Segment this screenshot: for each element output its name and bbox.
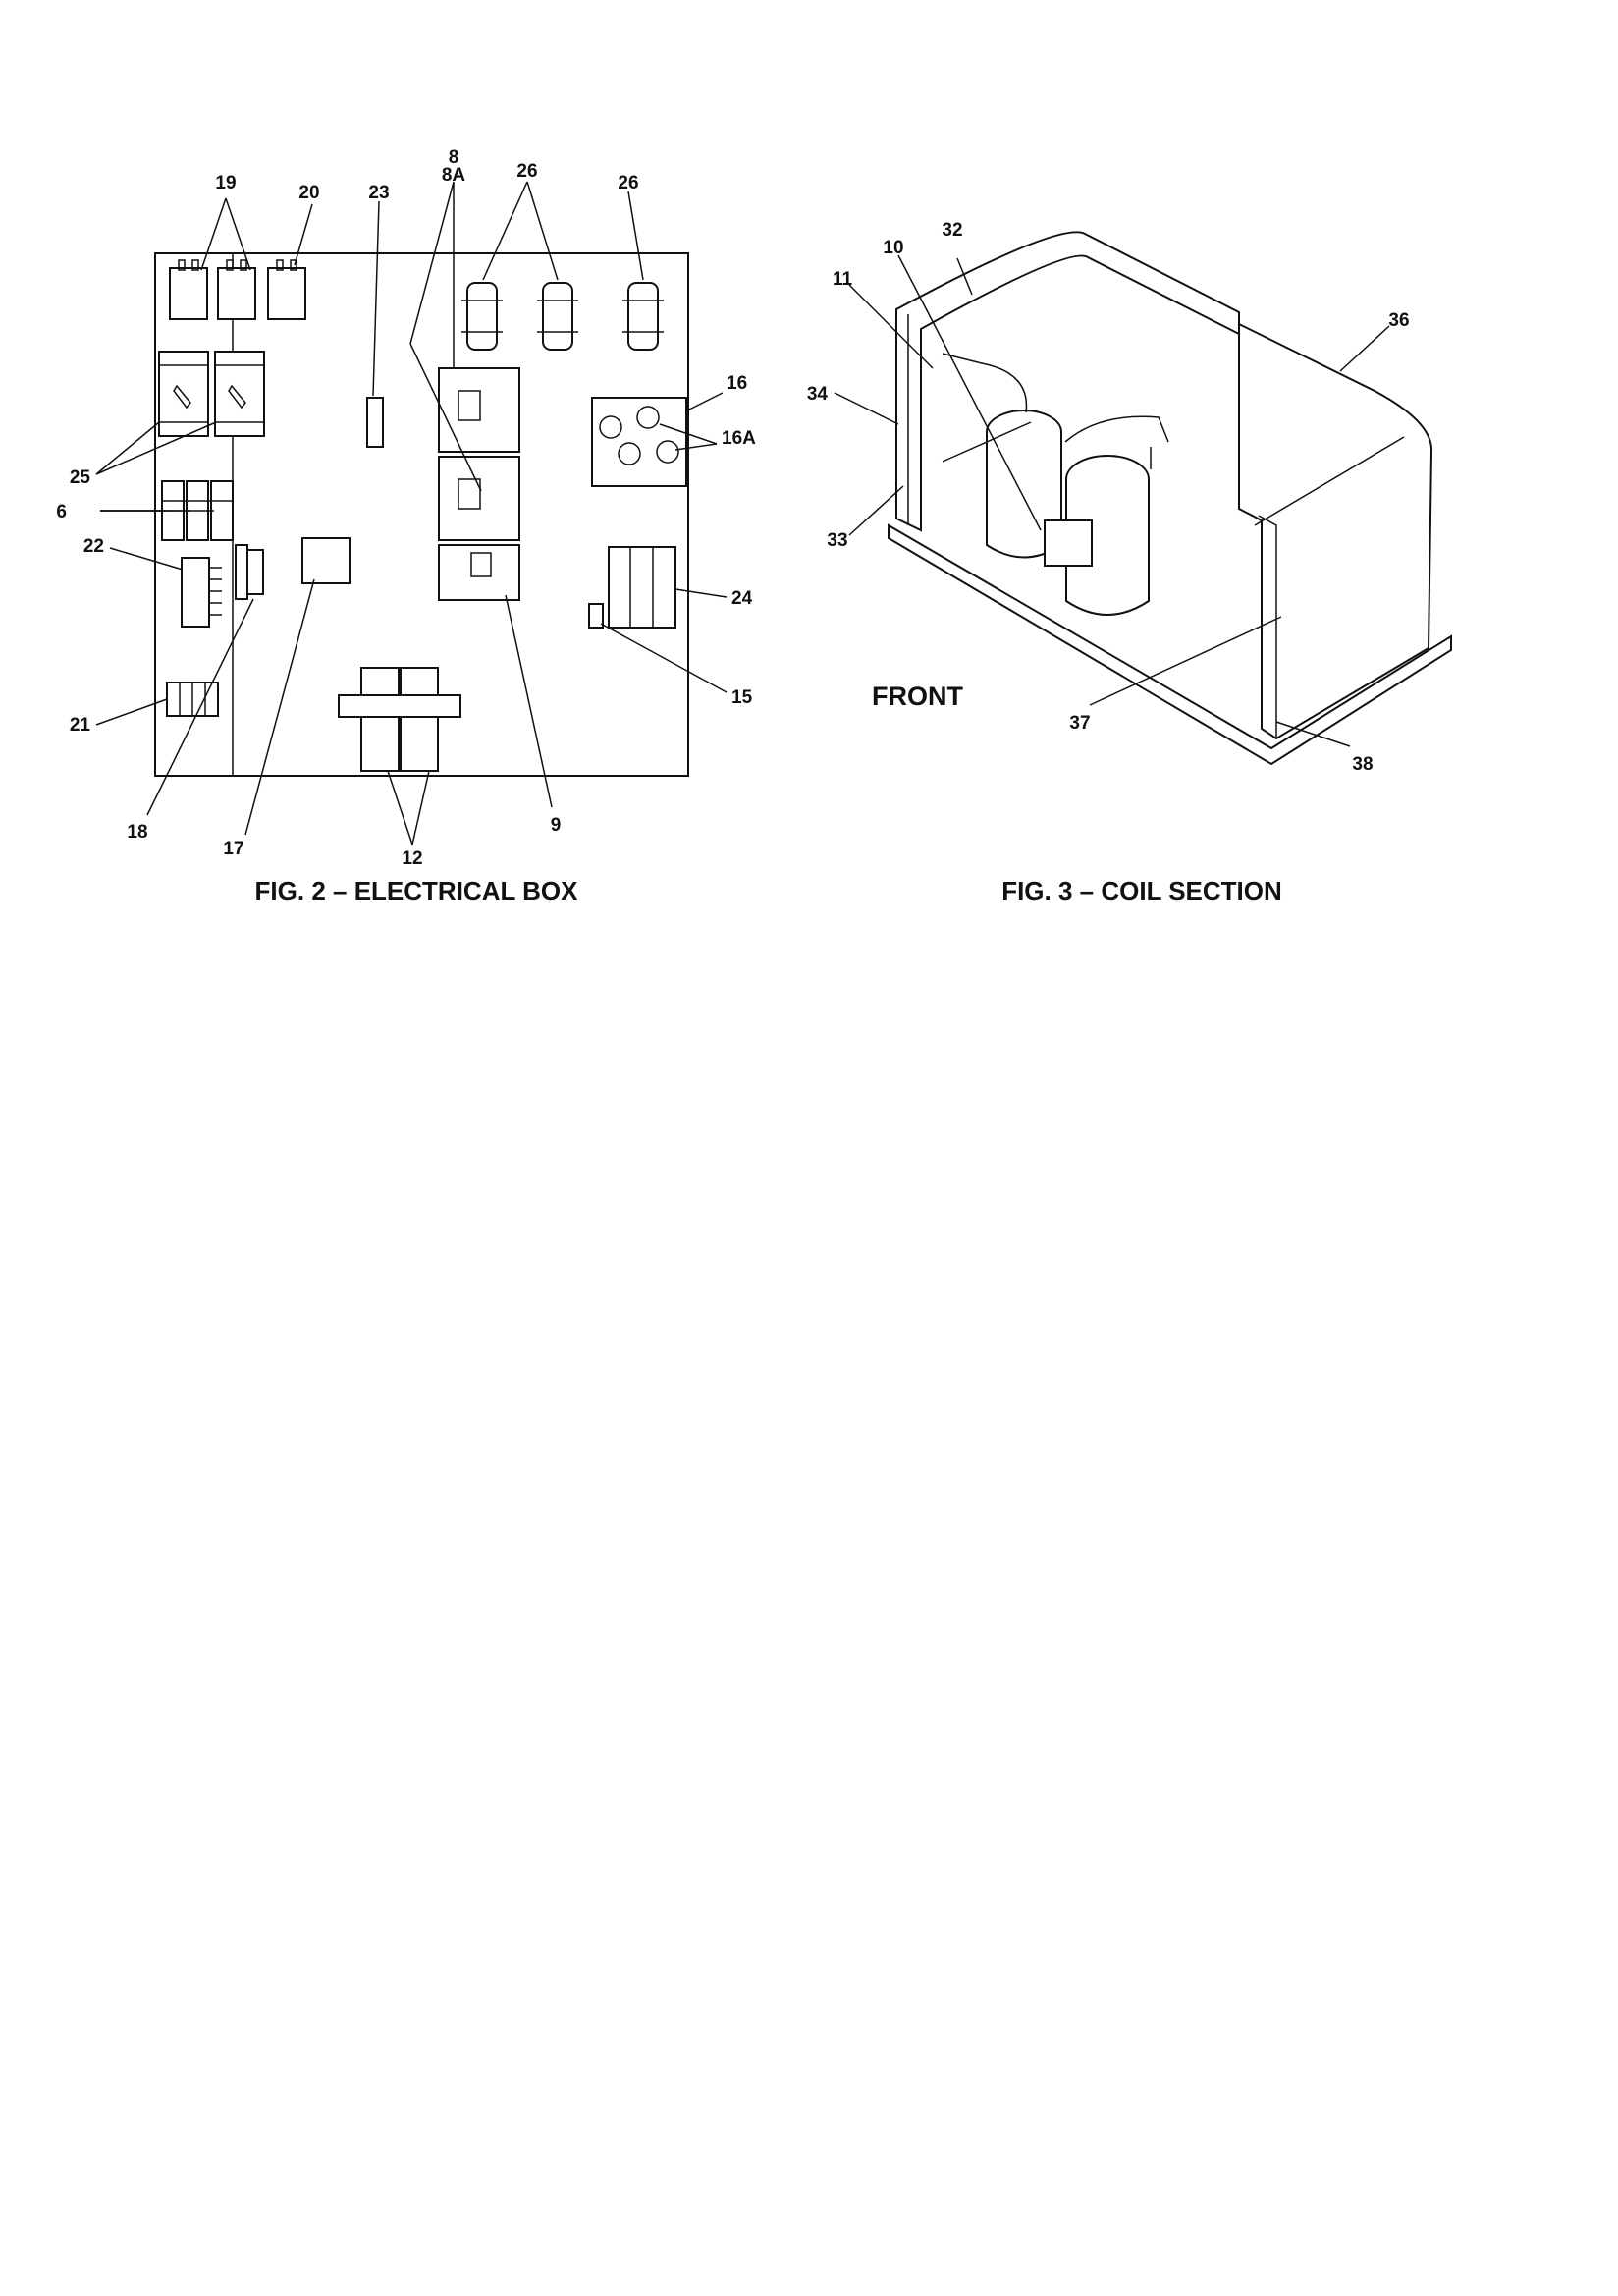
front-label: FRONT	[872, 682, 963, 711]
callout-19: 19	[215, 173, 236, 193]
contactor-9	[438, 544, 520, 601]
contactor-8	[438, 367, 520, 453]
plug-16	[591, 397, 687, 487]
callout-15: 15	[731, 687, 753, 708]
callout-16: 16	[727, 373, 747, 394]
callout-23: 23	[368, 183, 389, 203]
fig3-leader-lines	[834, 254, 1390, 747]
coil-section-diagram: 10 32 11 36 34 33 37 38 FRONT FIG. 3 – C…	[807, 220, 1452, 905]
callout-9: 9	[551, 815, 562, 836]
breaker-25a	[158, 351, 209, 437]
breaker-25b	[214, 351, 265, 437]
terminal-block-24	[608, 546, 676, 629]
electrical-junction-box	[1044, 519, 1093, 567]
component-18	[235, 544, 264, 600]
callout-25: 25	[70, 467, 91, 488]
relay-19b	[217, 259, 256, 320]
callout-36: 36	[1388, 310, 1409, 331]
electrical-box-diagram: 19 20 23 8 8A 26 26 16 16A 25 6 22 24 21…	[56, 147, 756, 905]
callout-20: 20	[298, 183, 319, 203]
component-23	[366, 397, 384, 448]
fig2-caption: FIG. 2 – ELECTRICAL BOX	[255, 876, 579, 905]
transformer-26b	[537, 282, 578, 351]
right-coil-wall	[1238, 322, 1433, 740]
callout-26b: 26	[618, 173, 638, 193]
callout-26a: 26	[516, 161, 537, 182]
callout-11: 11	[833, 269, 853, 290]
left-coil-wall	[895, 231, 1240, 532]
callout-10: 10	[883, 238, 903, 258]
relay-20	[267, 259, 306, 320]
callout-12: 12	[402, 848, 422, 869]
transformer-26a	[461, 282, 503, 351]
callout-18: 18	[127, 822, 147, 843]
fig3-caption: FIG. 3 – COIL SECTION	[1001, 876, 1282, 905]
callout-21: 21	[70, 715, 91, 736]
callout-17: 17	[223, 839, 243, 859]
callout-38: 38	[1352, 754, 1373, 775]
transformer-26c	[622, 282, 664, 351]
callout-32: 32	[942, 220, 962, 241]
relay-19a	[169, 259, 208, 320]
callout-24: 24	[731, 588, 753, 609]
component-15	[588, 603, 604, 629]
callout-6: 6	[56, 502, 67, 522]
base-pan	[888, 523, 1452, 766]
callout-37: 37	[1069, 713, 1090, 734]
electrical-box-panel	[154, 252, 689, 777]
callout-33: 33	[827, 530, 847, 551]
contactor-8a	[438, 456, 520, 541]
capacitors-12	[338, 667, 461, 772]
callout-8: 8	[449, 147, 459, 168]
callout-16a: 16A	[722, 428, 756, 449]
component-17	[301, 537, 351, 584]
callout-22: 22	[83, 536, 104, 557]
fig2-leader-lines	[95, 181, 728, 846]
terminal-strip-22	[181, 557, 222, 628]
callout-8a: 8A	[442, 165, 466, 186]
compressor-right	[1065, 455, 1150, 616]
callout-34: 34	[807, 384, 829, 405]
